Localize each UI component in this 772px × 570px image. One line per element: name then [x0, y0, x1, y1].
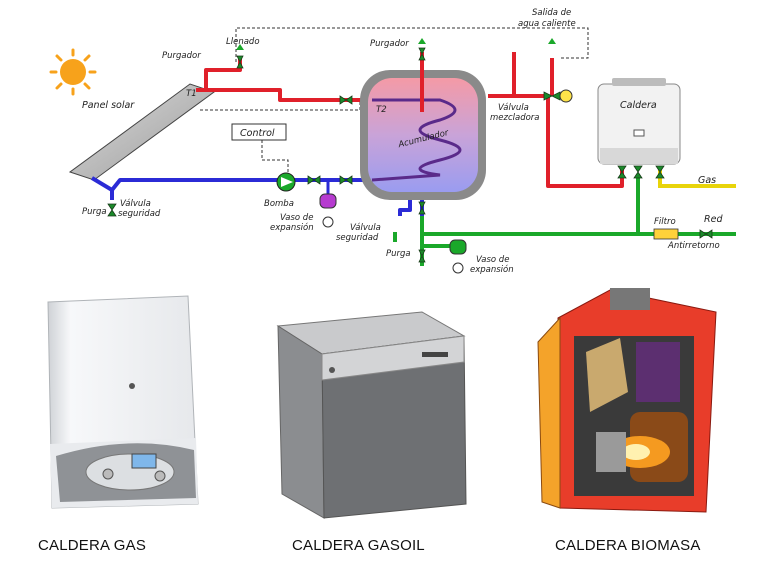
- caption-caldera-biomasa: CALDERA BIOMASA: [555, 537, 701, 554]
- label-purgador-top: Purgador: [370, 39, 409, 49]
- label-t2: T2: [376, 105, 387, 115]
- label-panel-solar: Panel solar: [82, 100, 135, 111]
- label-t1: T1: [186, 89, 197, 99]
- caption-caldera-gasoil: CALDERA GASOIL: [292, 537, 425, 554]
- label-valvula-mezcladora-1: Válvula: [498, 103, 529, 113]
- label-caldera: Caldera: [620, 100, 657, 111]
- label-gas: Gas: [698, 175, 716, 186]
- caption-caldera-gas: CALDERA GAS: [38, 537, 147, 554]
- label-purga-left: Purga: [82, 207, 107, 217]
- biomass-boiler-image: [537, 288, 717, 513]
- label-salida-line1: Salida de: [532, 8, 571, 18]
- label-purgador-left: Purgador: [162, 51, 201, 61]
- label-bomba: Bomba: [264, 199, 294, 209]
- caldera-unit: [597, 78, 681, 165]
- label-vaso-right-2: expansión: [470, 264, 514, 275]
- label-filtro: Filtro: [654, 217, 676, 227]
- valve-icons: [107, 47, 713, 263]
- label-antirretorno: Antirretorno: [667, 241, 720, 251]
- label-valvula-seguridad-left-2: seguridad: [118, 209, 161, 219]
- control-box: [231, 123, 287, 141]
- purge-cap-icons: [236, 38, 556, 50]
- filter-icon: [653, 228, 679, 240]
- label-valvula-seguridad-left-1: Válvula: [120, 199, 151, 209]
- pump-icon: [276, 172, 296, 192]
- label-llenado: Llenado: [226, 37, 260, 47]
- expansion-vessel-left: [319, 180, 337, 228]
- label-control: Control: [240, 128, 275, 139]
- gas-boiler-image: [47, 295, 199, 509]
- mixer-valve-icon: [559, 89, 573, 103]
- expansion-vessel-right: [449, 239, 467, 274]
- label-vaso-left-2: expansión: [270, 222, 314, 233]
- label-valvula-mezcladora-2: mezcladora: [490, 113, 540, 123]
- label-purga-mid: Purga: [386, 249, 411, 259]
- label-valvula-seguridad-mid-2: seguridad: [336, 233, 379, 243]
- label-vaso-right-1: Vaso de: [476, 255, 509, 265]
- label-vaso-left-1: Vaso de: [280, 213, 313, 223]
- sun-icon: [49, 48, 97, 96]
- gasoil-boiler-image: [276, 311, 467, 519]
- solar-heating-diagram: Purgador Llenado Panel solar T1 Control …: [49, 8, 736, 275]
- label-red: Red: [704, 214, 723, 225]
- label-salida-line2: agua caliente: [518, 19, 576, 29]
- accumulator-tank: [360, 66, 486, 200]
- label-valvula-seguridad-mid-1: Válvula: [350, 223, 381, 233]
